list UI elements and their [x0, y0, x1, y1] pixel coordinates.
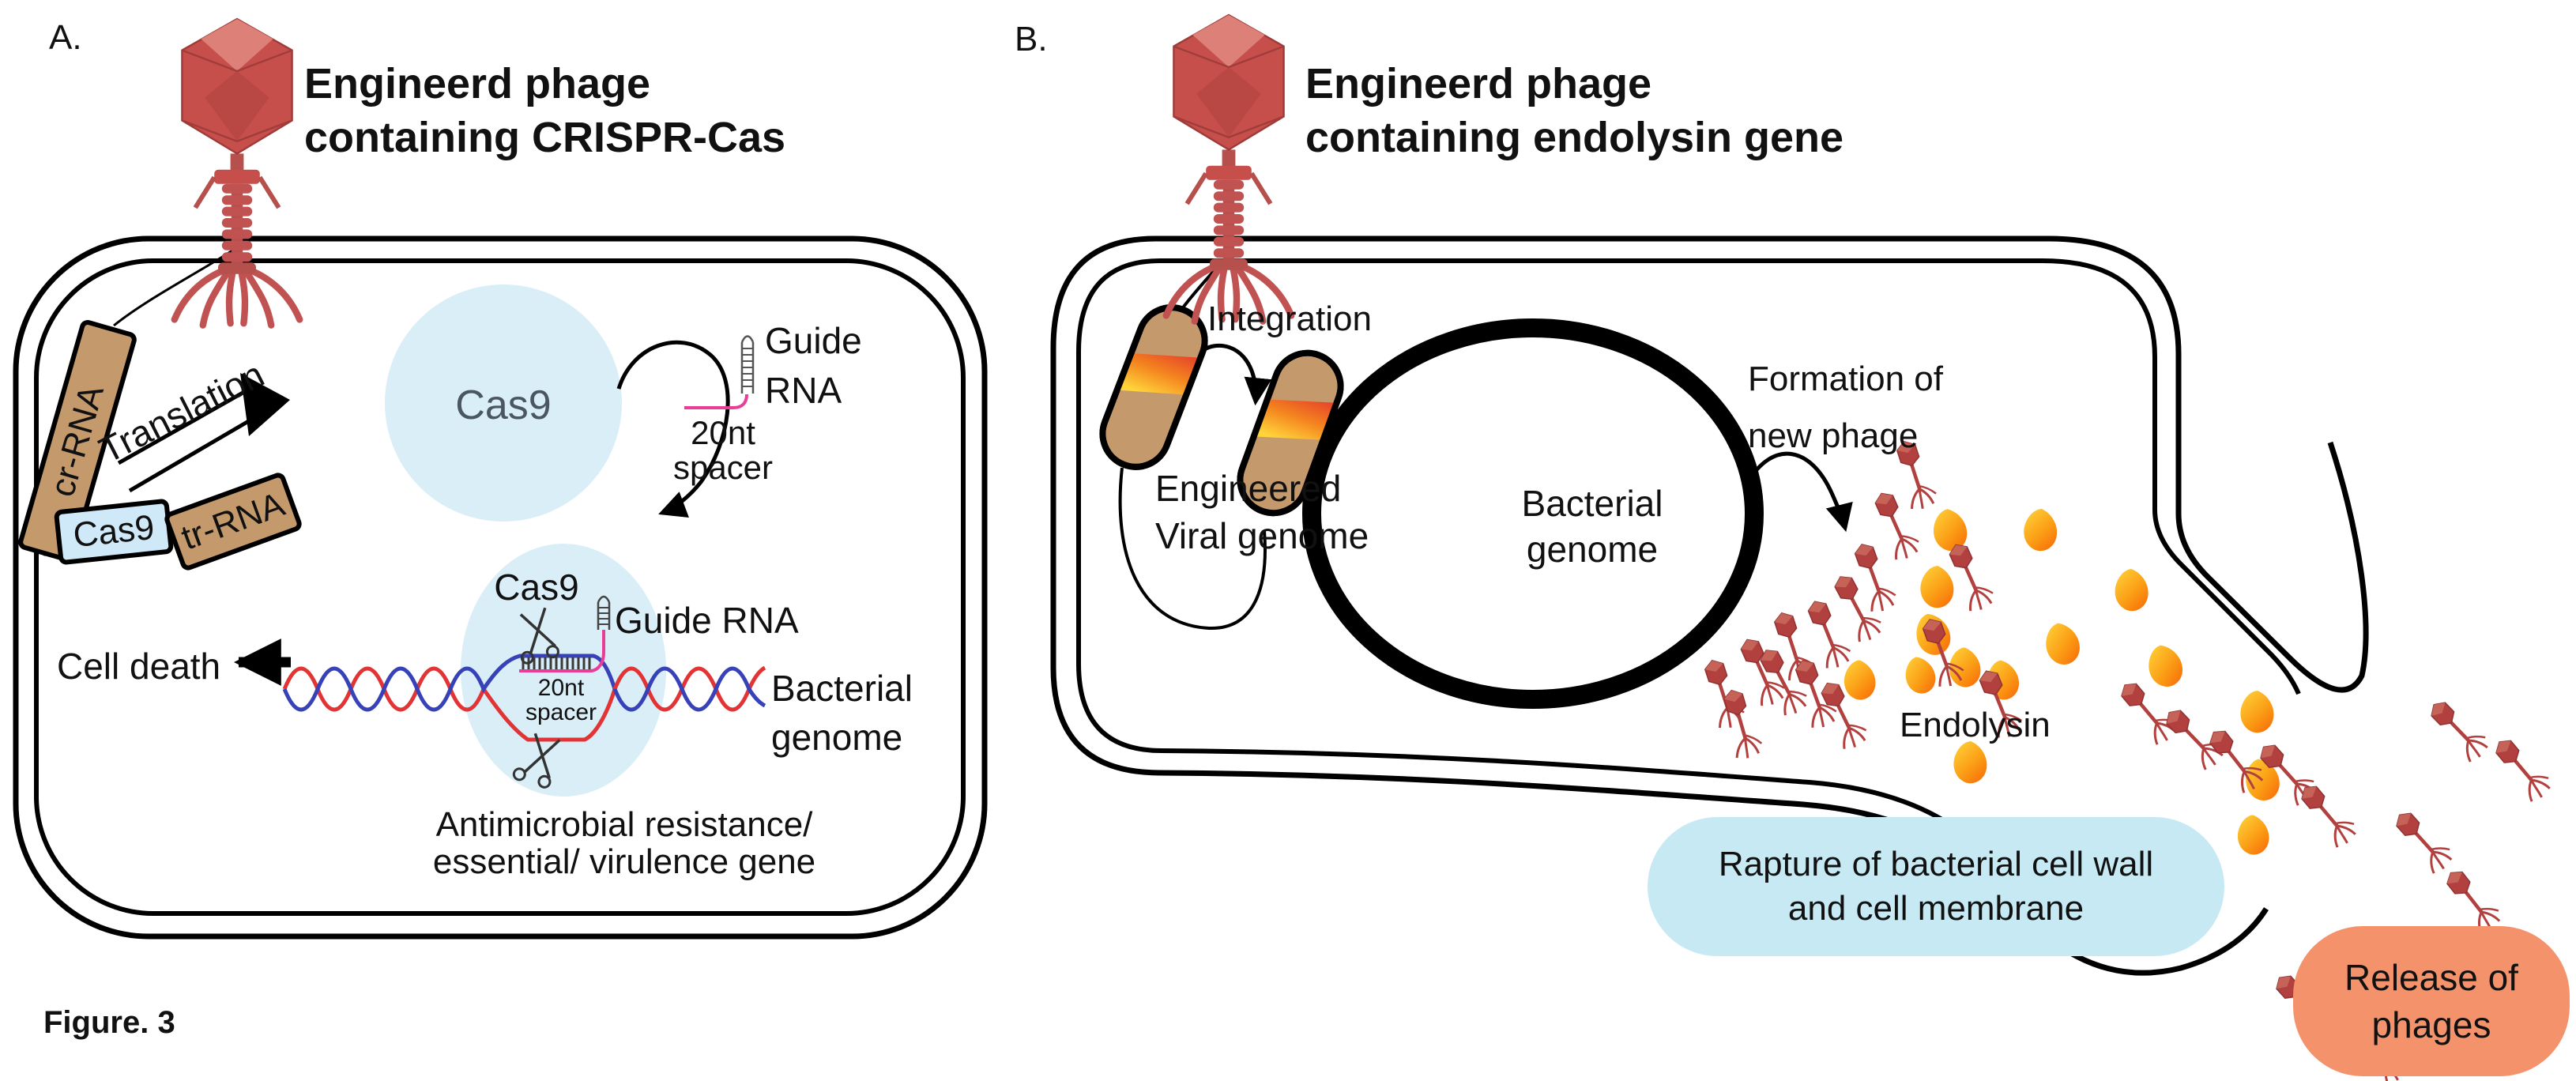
rupture-callout-box: Rapture of bacterial cell wall and cell … [1648, 817, 2224, 956]
cell-a-inner-membrane [34, 258, 966, 916]
endolysin-label: Endolysin [1900, 706, 2051, 744]
engineered-viral-genome-icon [1093, 298, 1215, 476]
endolysin-droplet-icon [2146, 643, 2185, 689]
spacer-top-line2: spacer [672, 449, 774, 486]
panel-b-title-line2: containing endolysin gene [1305, 114, 1844, 161]
phage-icon [2424, 695, 2492, 764]
bacterial-genome-a-line2: genome [771, 717, 903, 758]
viral-genome-label: Engineered Viral genome [1155, 465, 1369, 559]
formation-arrow [1746, 451, 1853, 533]
endolysin-droplet-icon [2235, 813, 2271, 857]
cas9-protein-circle [385, 284, 622, 522]
complex-spacer-line1: 20nt [537, 675, 585, 701]
phage-icon [1849, 540, 1899, 615]
panel-b-label: B. [1015, 20, 1048, 58]
endolysin-droplet-icon [2021, 506, 2062, 554]
bacterial-genome-a-line1: Bacterial [771, 668, 913, 709]
endolysin-droplet-icon [1933, 509, 1968, 552]
formation-line2: new phage [1748, 416, 1919, 455]
viral-genome-connector-loop [1118, 467, 1267, 631]
cell-a-outer-wall [13, 235, 988, 940]
figure-caption: Figure. 3 [43, 1005, 175, 1040]
translation-arrow [117, 373, 290, 493]
formation-line1: Formation of [1748, 360, 1943, 398]
release-line2: phages [2371, 1004, 2491, 1045]
cell-death-label: Cell death [57, 646, 221, 687]
phage-icon [1802, 596, 1854, 671]
guide-rna-top-line1: Guide [765, 320, 862, 361]
endolysin-droplet-icon [1918, 563, 1957, 610]
complex-spacer-label: 20nt spacer [525, 676, 597, 725]
phage-icon [2115, 676, 2180, 747]
phage-icon [175, 19, 299, 326]
guide-rna-top-label: Guide RNA [765, 316, 862, 416]
panel-b-title-line1: Engineerd phage [1305, 60, 1652, 107]
panel-a-title-line1: Engineerd phage [304, 60, 651, 107]
target-gene-line2: essential/ virulence gene [432, 842, 816, 881]
endolysin-droplet-icon [1904, 655, 1937, 695]
bacterial-genome-b-line1: Bacterial [1521, 483, 1663, 524]
bacterial-genome-b-line2: genome [1526, 529, 1659, 570]
spacer-top-label: 20nt spacer [673, 416, 773, 485]
phage-icon [2440, 864, 2505, 936]
endolysin-droplet-icon [2044, 621, 2081, 666]
phage-icon [1719, 687, 1764, 761]
endolysin-droplet-icon [1842, 658, 1877, 702]
phage-icon [1870, 488, 1923, 563]
target-gene-label: Antimicrobial resistance/ essential/ vir… [433, 806, 815, 880]
phage-icon [2390, 805, 2457, 876]
rupture-line2: and cell membrane [1787, 889, 2085, 928]
endolysin-droplet-icon [1947, 646, 1983, 689]
panel-b-title: Engineerd phage containing endolysin gen… [1305, 57, 1843, 164]
panel-a-title-line2: containing CRISPR-Cas [304, 114, 786, 161]
complex-guide-rna-label: Guide RNA [615, 600, 799, 641]
bacterial-genome-dna [282, 595, 766, 742]
phage-icon [1166, 15, 1291, 322]
target-gene-line1: Antimicrobial resistance/ [435, 805, 813, 844]
rupture-line1: Rapture of bacterial cell wall [1718, 845, 2154, 883]
spacer-top-line1: 20nt [691, 414, 755, 451]
integration-label: Integration [1207, 299, 1372, 338]
complex-cas9-label: Cas9 [494, 567, 579, 608]
endolysin-droplet-icon [2113, 567, 2151, 613]
panel-a-title: Engineerd phage containing CRISPR-Cas [304, 57, 785, 164]
viral-genome-line2: Viral genome [1155, 515, 1369, 556]
phage-icon [2489, 733, 2555, 804]
endolysin-droplet-icon [2238, 688, 2277, 735]
phage-dna-injection-line [113, 239, 247, 327]
bacterial-genome-b-label: Bacterial genome [1522, 480, 1663, 572]
panel-a-label: A. [49, 18, 82, 57]
release-line1: Release of [2344, 957, 2518, 998]
cas9-guide-loading-arrow [616, 340, 730, 518]
bacterial-genome-ring [1302, 318, 1764, 709]
release-callout-box: Release of phages [2293, 926, 2570, 1076]
phage-icon [2295, 778, 2360, 849]
guide-rna-top-line2: RNA [765, 370, 842, 411]
cas9-protein-label: Cas9 [455, 382, 552, 428]
cas9-gene-label: Cas9 [71, 507, 156, 556]
guide-rna-icon [684, 335, 755, 409]
viral-genome-line1: Engineered [1155, 468, 1342, 509]
bacterial-genome-a-label: Bacterial genome [771, 664, 913, 762]
complex-spacer-line2: spacer [525, 699, 597, 725]
formation-label: Formation of new phage [1748, 351, 1943, 465]
